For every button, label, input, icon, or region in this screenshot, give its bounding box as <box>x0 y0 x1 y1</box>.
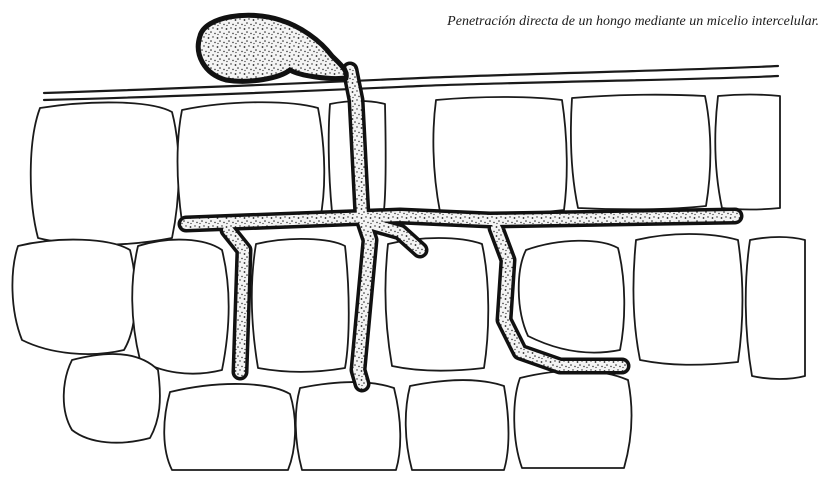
lower-cell-layer <box>64 354 632 470</box>
fungal-spore <box>198 15 346 81</box>
figure-caption: Penetración directa de un hongo mediante… <box>447 14 819 30</box>
